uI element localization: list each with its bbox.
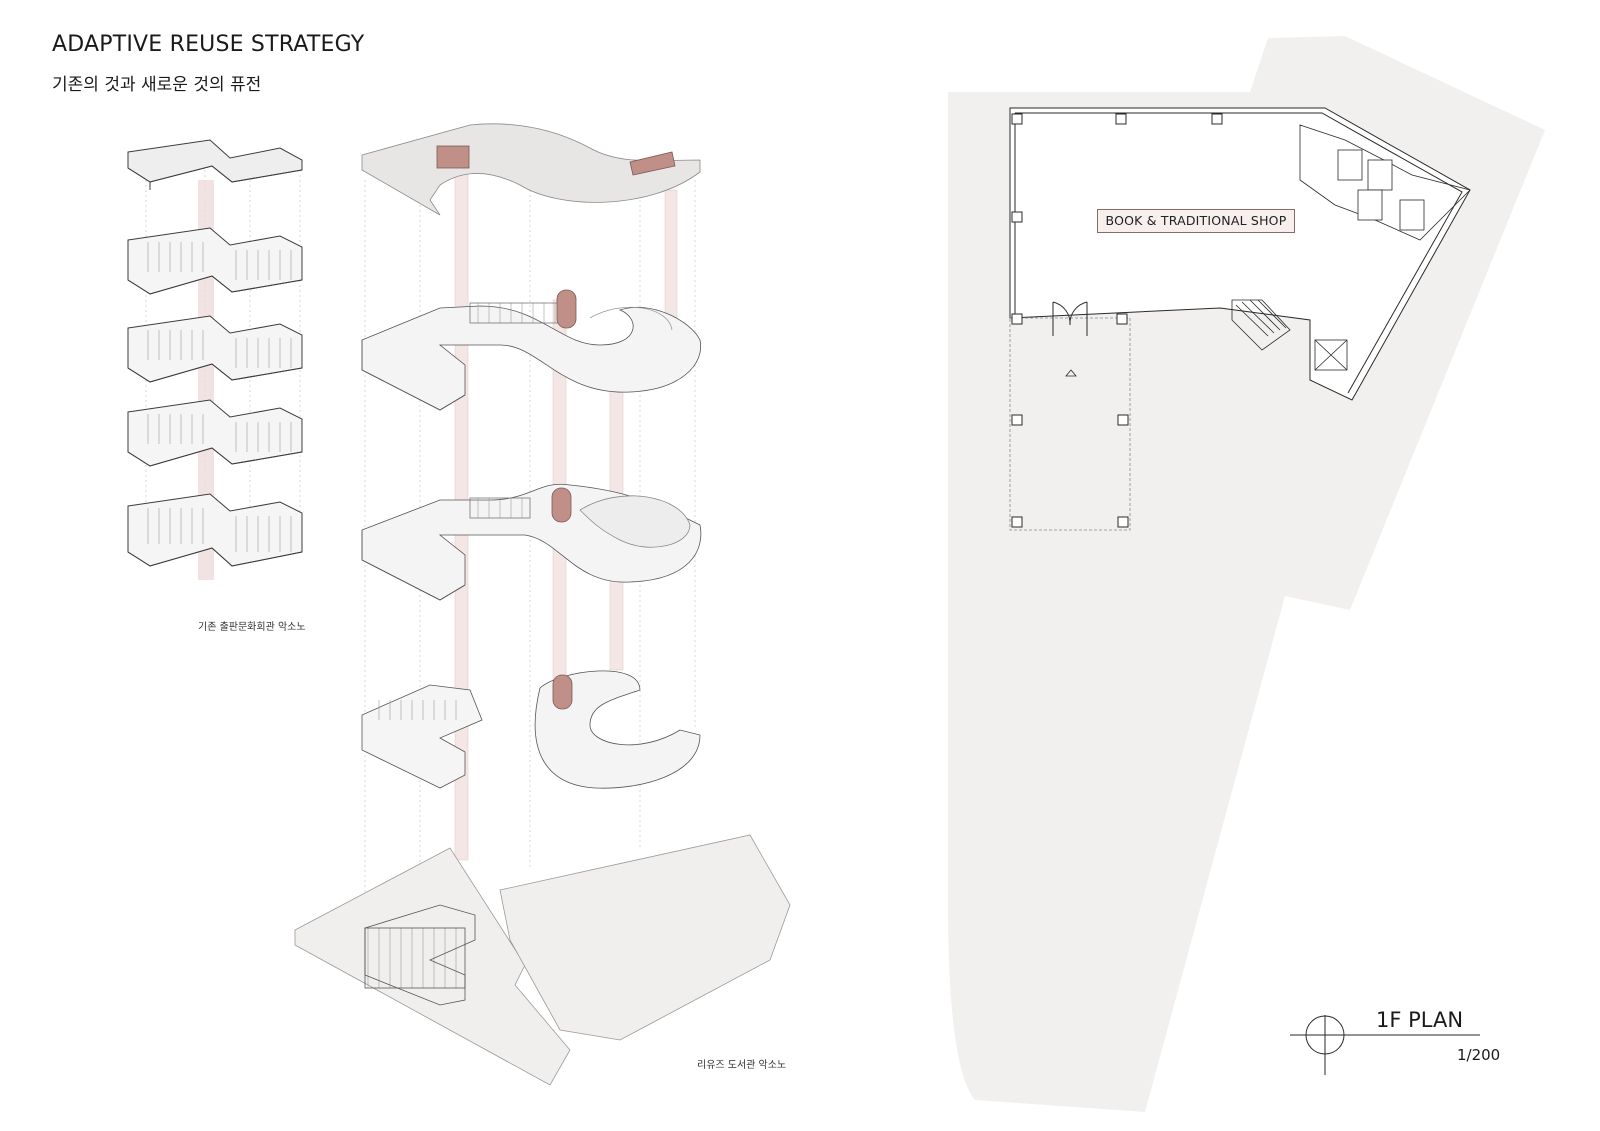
page-subtitle: 기존의 것과 새로운 것의 퓨전 xyxy=(52,75,262,95)
caption-existing-building: 기존 출판문화회관 악소노 xyxy=(198,622,306,633)
site-plan xyxy=(948,36,1545,1112)
reuse-library-stack xyxy=(294,123,791,1086)
existing-floor-3 xyxy=(127,399,303,467)
room-label-book-shop: BOOK & TRADITIONAL SHOP xyxy=(1097,209,1295,233)
existing-floor-1 xyxy=(127,493,303,567)
entrance-door xyxy=(1052,301,1088,336)
existing-floor-4 xyxy=(127,315,303,383)
entrance-marker xyxy=(1065,369,1077,377)
caption-reuse-library: 리유즈 도서관 악소노 xyxy=(697,1060,787,1071)
library-floor-3 xyxy=(361,289,702,411)
plan-scale: 1/200 xyxy=(1457,1046,1501,1064)
entrance-canopy xyxy=(1009,317,1131,531)
page-title: ADAPTIVE REUSE STRATEGY xyxy=(52,32,365,57)
structural-columns xyxy=(1011,113,1223,528)
existing-roof xyxy=(127,139,303,190)
library-floor-2 xyxy=(361,483,702,601)
building-outline xyxy=(1009,107,1471,401)
restroom-block xyxy=(1299,124,1471,241)
library-ground-slabs xyxy=(294,834,791,1086)
plan-north-symbol xyxy=(1290,1015,1480,1075)
library-roof-slab xyxy=(361,123,701,216)
plan-title: 1F PLAN xyxy=(1376,1008,1464,1032)
elevator xyxy=(1314,339,1348,371)
library-floor-1 xyxy=(361,670,701,789)
existing-floor-5 xyxy=(127,227,303,295)
staircase xyxy=(1231,299,1291,351)
existing-building-stack xyxy=(127,139,303,580)
